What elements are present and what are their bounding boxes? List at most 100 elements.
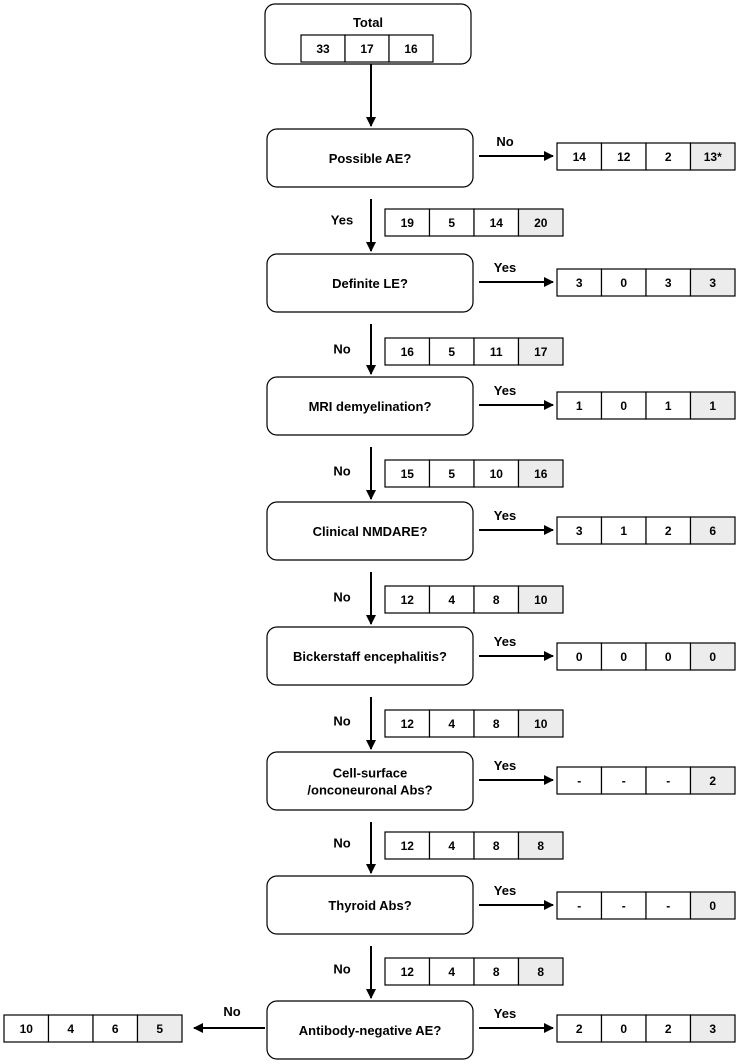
branch-counts-3-cell <box>517 459 564 488</box>
exit-counts-8-cell <box>556 1014 603 1043</box>
branch-counts-4-value: 12 <box>401 593 415 607</box>
exit-counts-6-cell <box>689 766 736 795</box>
exit-counts-7-cell <box>645 891 692 920</box>
exit-label-2: Yes <box>494 260 516 275</box>
branch-counts-5-value: 10 <box>534 717 548 731</box>
exit-counts-8-value: 0 <box>620 1022 627 1036</box>
exit-counts-5-value: 0 <box>665 650 672 664</box>
branch-counts-2-value: 17 <box>534 345 548 359</box>
branch-counts-6-cell <box>384 831 431 860</box>
decision-box-2-label: Definite LE? <box>332 276 408 291</box>
branch-counts-4-cell <box>384 585 431 614</box>
branch-counts-3-value: 16 <box>534 467 548 481</box>
exit-counts-6-value: 2 <box>709 774 716 788</box>
branch-counts-5-cell <box>517 709 564 738</box>
exit-counts-7-cell <box>600 891 647 920</box>
decision-box-4-label: Clinical NMDARE? <box>313 524 428 539</box>
exit-counts-8-cell <box>600 1014 647 1043</box>
decision-box-2 <box>266 253 474 313</box>
branch-counts-6-cell <box>428 831 475 860</box>
exit-counts-7-cell <box>689 891 736 920</box>
exit-counts-4-value: 2 <box>665 524 672 538</box>
exit-counts-8-value: 2 <box>665 1022 672 1036</box>
branch-counts-4-value: 4 <box>448 593 455 607</box>
exit-counts-5-cell <box>689 642 736 671</box>
exit-counts-1-value: 14 <box>573 150 587 164</box>
left-exit-counts-cell <box>47 1014 94 1043</box>
exit-counts-6-value: - <box>666 774 670 788</box>
branch-label-3: No <box>333 464 350 479</box>
decision-box-4 <box>266 501 474 561</box>
exit-counts-4-value: 1 <box>620 524 627 538</box>
left-exit-counts-cell <box>92 1014 139 1043</box>
exit-counts-3-value: 1 <box>576 399 583 413</box>
branch-counts-5-value: 8 <box>493 717 500 731</box>
branch-counts-2-value: 11 <box>490 345 503 359</box>
decision-box-3 <box>266 376 474 436</box>
branch-counts-5-cell <box>384 709 431 738</box>
exit-counts-2-value: 3 <box>709 276 716 290</box>
exit-counts-7-cell <box>556 891 603 920</box>
exit-counts-2-value: 3 <box>665 276 672 290</box>
branch-counts-4-value: 10 <box>534 593 548 607</box>
exit-counts-7-value: 0 <box>709 899 716 913</box>
branch-counts-1-cell <box>473 208 520 237</box>
branch-counts-2-cell <box>517 337 564 366</box>
exit-counts-8-cell <box>645 1014 692 1043</box>
decision-box-5-label: Bickerstaff encephalitis? <box>293 649 447 664</box>
exit-label-5: Yes <box>494 634 516 649</box>
decision-box-8-label: Antibody-negative AE? <box>299 1023 442 1038</box>
branch-counts-2-value: 16 <box>401 345 415 359</box>
left-exit-counts-value: 5 <box>156 1022 163 1036</box>
branch-counts-1-value: 20 <box>534 216 548 230</box>
exit-counts-3-value: 1 <box>709 399 716 413</box>
branch-label-4: No <box>333 590 350 605</box>
branch-counts-4-cell <box>428 585 475 614</box>
exit-counts-1-value: 12 <box>617 150 631 164</box>
exit-counts-5-cell <box>645 642 692 671</box>
branch-label-5: No <box>333 714 350 729</box>
left-exit-counts-cell <box>136 1014 183 1043</box>
branch-counts-7-value: 12 <box>401 965 415 979</box>
left-exit-label: No <box>223 1004 240 1019</box>
branch-counts-2-cell <box>428 337 475 366</box>
exit-counts-1-cell <box>645 142 692 171</box>
decision-box-3-label: MRI demyelination? <box>309 399 432 414</box>
exit-counts-3-value: 0 <box>620 399 627 413</box>
branch-counts-3-value: 15 <box>401 467 415 481</box>
exit-counts-3-cell <box>689 391 736 420</box>
exit-counts-5-value: 0 <box>576 650 583 664</box>
exit-counts-6-cell <box>600 766 647 795</box>
decision-box-6-label: Cell-surface <box>333 766 407 781</box>
branch-counts-6-value: 4 <box>448 839 455 853</box>
exit-counts-7-value: - <box>577 899 581 913</box>
exit-counts-4-cell <box>645 516 692 545</box>
exit-counts-2-cell <box>600 268 647 297</box>
total-counts-cell <box>300 34 346 63</box>
branch-counts-4-cell <box>473 585 520 614</box>
branch-counts-1-cell <box>517 208 564 237</box>
left-exit-counts-value: 4 <box>67 1022 74 1036</box>
left-exit-counts-value: 10 <box>20 1022 34 1036</box>
exit-counts-4-cell <box>689 516 736 545</box>
left-exit-counts-value: 6 <box>112 1022 119 1036</box>
total-counts-cell <box>388 34 434 63</box>
branch-counts-2-value: 5 <box>448 345 455 359</box>
branch-counts-7-value: 8 <box>493 965 500 979</box>
total-title: Total <box>353 15 383 30</box>
branch-counts-1-value: 19 <box>401 216 415 230</box>
exit-counts-8-cell <box>689 1014 736 1043</box>
branch-counts-7-cell <box>517 957 564 986</box>
total-counts-value: 33 <box>316 42 330 56</box>
decision-box-1-label: Possible AE? <box>329 151 412 166</box>
branch-label-7: No <box>333 962 350 977</box>
branch-counts-1-cell <box>428 208 475 237</box>
decision-box-8 <box>266 1000 474 1060</box>
exit-counts-4-value: 3 <box>576 524 583 538</box>
branch-counts-6-cell <box>517 831 564 860</box>
decision-box-6 <box>266 751 474 811</box>
branch-counts-7-cell <box>428 957 475 986</box>
branch-counts-3-value: 10 <box>490 467 504 481</box>
decision-box-7 <box>266 875 474 935</box>
